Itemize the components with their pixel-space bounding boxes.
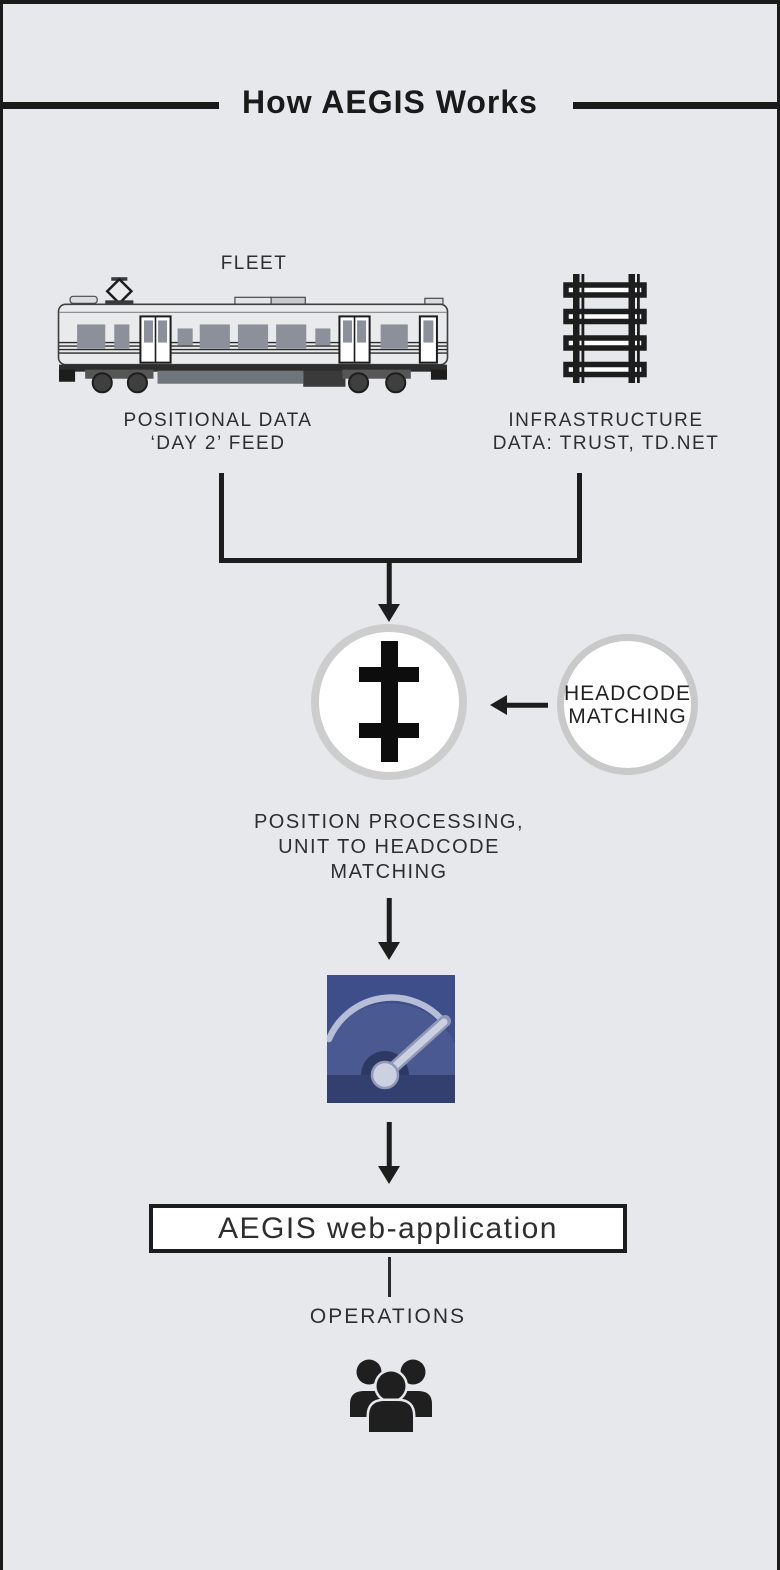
connector-left-line <box>219 473 224 562</box>
dagger-vertical-bar <box>380 641 398 762</box>
headcode-matching-node: HEADCODE MATCHING <box>557 634 698 775</box>
headcode-line2: MATCHING <box>568 704 687 728</box>
dagger-top-bar <box>359 667 419 682</box>
arrow-shaft <box>386 898 392 944</box>
railway-track-icon <box>563 274 647 383</box>
train-icon <box>57 277 449 394</box>
webapp-node: AEGIS web-application <box>149 1204 627 1253</box>
operations-label: OPERATIONS <box>309 1305 467 1328</box>
arrow-shaft <box>386 1122 392 1168</box>
arrow-shaft <box>386 562 392 606</box>
headcode-line1: HEADCODE <box>563 681 692 705</box>
page-title: How AEGIS Works <box>242 84 538 120</box>
arrow-to-processing <box>378 562 400 622</box>
arrowhead-left-icon <box>490 695 507 715</box>
processing-node <box>311 624 467 780</box>
dagger-bottom-bar <box>359 723 419 738</box>
infrastructure-data-line1: INFRASTRUCTURE <box>508 410 704 431</box>
fleet-label: FLEET <box>220 253 288 274</box>
title-rule-left <box>0 102 219 109</box>
connector-right-line <box>577 473 582 562</box>
processing-caption: POSITION PROCESSING, UNIT TO HEADCODE MA… <box>214 810 564 885</box>
speedometer-icon <box>327 975 455 1103</box>
arrow-headcode-to-processing <box>490 695 548 715</box>
arrowhead-down-icon <box>378 942 400 960</box>
page-border-left <box>0 0 3 1570</box>
processing-caption-line1: POSITION PROCESSING, <box>253 811 525 833</box>
arrow-to-webapp <box>378 1122 400 1184</box>
infrastructure-data-line2: DATA: TRUST, TD.NET <box>492 433 720 454</box>
page-border-top <box>0 0 780 4</box>
processing-caption-line2: UNIT TO HEADCODE <box>278 836 500 858</box>
arrowhead-down-icon <box>378 1166 400 1184</box>
title-rule-right <box>573 102 780 109</box>
infrastructure-data-label: INFRASTRUCTURE DATA: TRUST, TD.NET <box>456 409 756 455</box>
arrowhead-down-icon <box>378 604 400 622</box>
arrow-to-dashboard <box>378 898 400 960</box>
page-border-right <box>777 0 780 1570</box>
webapp-label: AEGIS web-application <box>218 1211 558 1245</box>
positional-data-label: POSITIONAL DATA ‘DAY 2’ FEED <box>68 409 368 455</box>
arrow-shaft <box>505 702 548 708</box>
connector-merge-line <box>219 558 582 563</box>
processing-caption-line3: MATCHING <box>330 861 448 883</box>
positional-data-line2: ‘DAY 2’ FEED <box>150 433 286 454</box>
webapp-operations-line <box>388 1257 391 1297</box>
positional-data-line1: POSITIONAL DATA <box>123 410 313 431</box>
operations-team-icon <box>350 1359 432 1432</box>
